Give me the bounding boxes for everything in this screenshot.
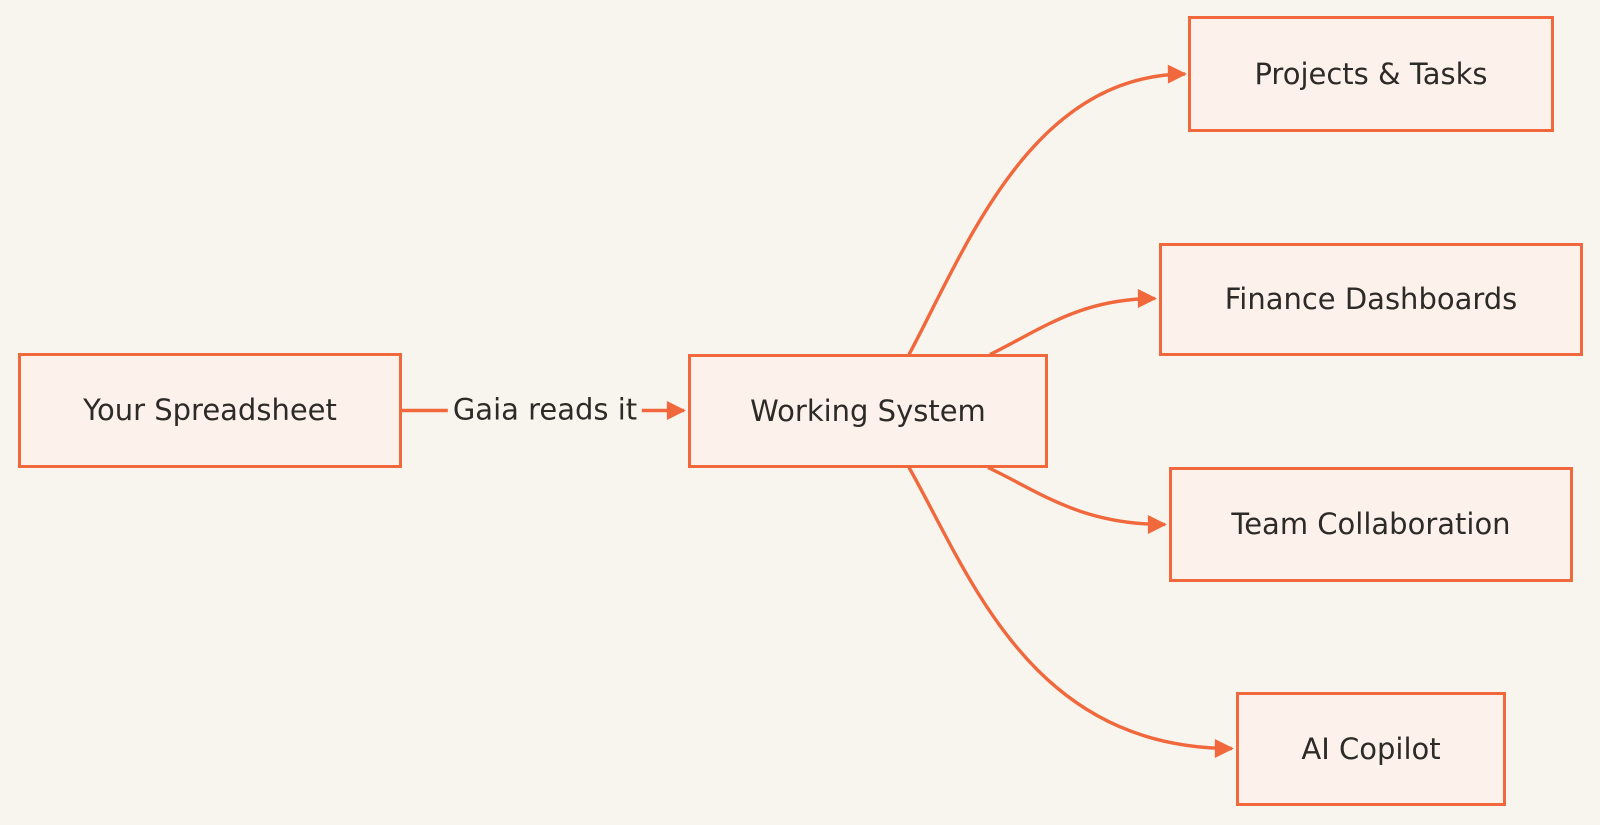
node-finance-dashboards-label: Finance Dashboards [1224, 282, 1518, 317]
node-ai-copilot: AI Copilot [1236, 692, 1506, 806]
edge-working-to-ai [907, 466, 1234, 759]
node-projects-tasks-label: Projects & Tasks [1254, 56, 1488, 91]
edge-working-to-projects [907, 64, 1187, 356]
node-ai-copilot-label: AI Copilot [1301, 731, 1441, 766]
node-projects-tasks: Projects & Tasks [1188, 16, 1554, 132]
edge-label-gaia-reads-it: Gaia reads it [447, 392, 643, 428]
edge-working-to-finance [989, 288, 1157, 357]
node-team-collaboration-label: Team Collaboration [1231, 507, 1511, 542]
node-working-system: Working System [688, 354, 1048, 468]
edge-working-to-team [987, 465, 1167, 535]
node-your-spreadsheet-label: Your Spreadsheet [83, 393, 337, 428]
node-working-system-label: Working System [750, 393, 986, 428]
node-finance-dashboards: Finance Dashboards [1159, 243, 1583, 356]
node-team-collaboration: Team Collaboration [1169, 467, 1573, 582]
node-your-spreadsheet: Your Spreadsheet [18, 353, 402, 468]
